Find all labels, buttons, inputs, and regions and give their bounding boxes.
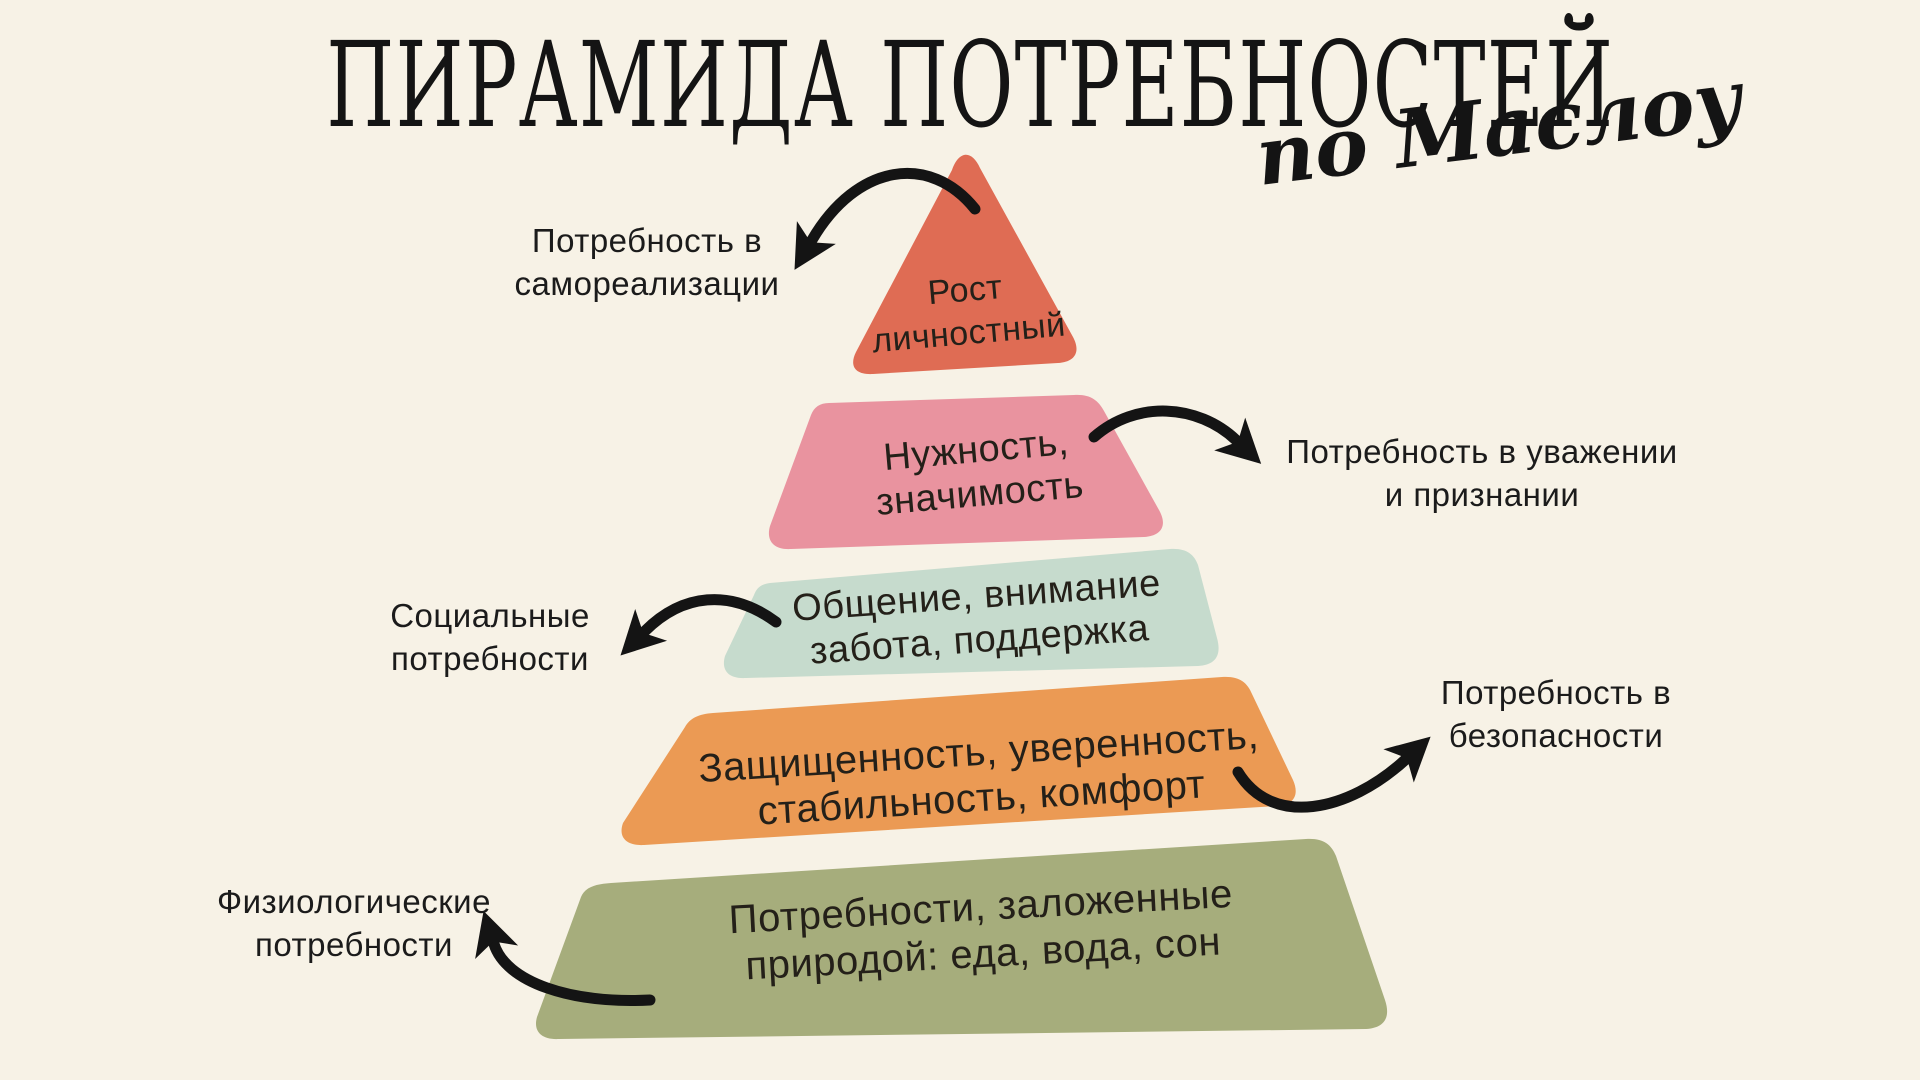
- annotation-safety-needs: Потребность в безопасности: [1441, 671, 1671, 757]
- arrow-esteem-recognition: [1088, 405, 1262, 464]
- annotation-physiological-needs: Физиологические потребности: [217, 880, 491, 966]
- annotation-line: и признании: [1384, 476, 1580, 513]
- annotation-line: Потребность в уважении: [1286, 433, 1678, 470]
- annotation-line: потребности: [391, 640, 589, 677]
- annotation-self-actualization: Потребность в самореализации: [515, 219, 780, 305]
- annotation-line: Потребность в: [1440, 674, 1672, 711]
- page-title: ПИРАМИДА ПОТРЕБНОСТЕЙ: [326, 16, 1615, 154]
- annotation-line: потребности: [255, 926, 453, 963]
- pyramid-level-safety-shape: [621, 676, 1296, 846]
- pyramid-level-esteem-shape: [768, 394, 1163, 550]
- pyramid-level-physiological-shape: [535, 838, 1388, 1040]
- annotation-social-needs: Социальные потребности: [390, 594, 590, 680]
- annotation-line: Социальные: [390, 597, 590, 634]
- annotation-esteem-recognition: Потребность в уважении и признании: [1286, 430, 1677, 516]
- arrow-safety-needs: [1232, 736, 1431, 813]
- pyramid-level-esteem-label: Нужность, значимость: [870, 419, 1085, 525]
- annotation-line: безопасности: [1448, 717, 1664, 754]
- pyramid-level-social-shape: [723, 548, 1219, 679]
- arrow-self-actualization: [794, 167, 981, 270]
- pyramid-level-personal-growth-shape: [853, 154, 1077, 375]
- annotation-line: самореализации: [514, 265, 780, 302]
- pyramid-level-personal-growth-label: Рост личностный: [867, 261, 1068, 364]
- annotation-line: Физиологические: [217, 883, 491, 920]
- arrow-social-needs: [620, 594, 782, 656]
- annotation-line: Потребность в: [531, 222, 763, 259]
- arrow-physiological-needs: [475, 910, 656, 1006]
